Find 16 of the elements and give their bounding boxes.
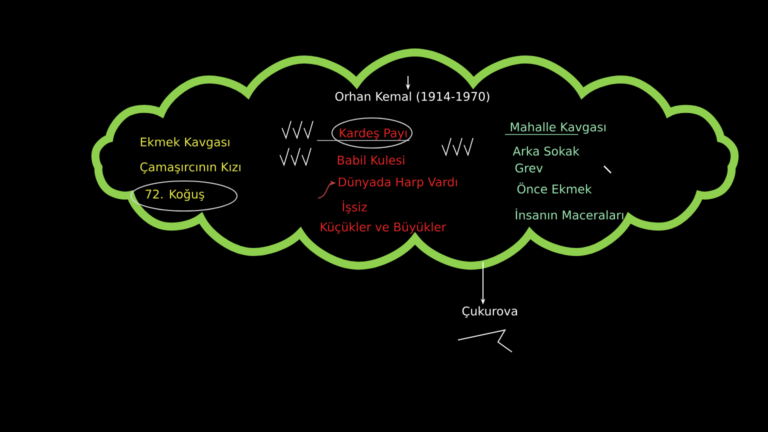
title-text: Çukurova bbox=[462, 306, 518, 318]
title-text: İnsanın Maceraları bbox=[516, 208, 624, 220]
title-text: Babil Kulesi bbox=[338, 155, 404, 165]
title-text: Dünyada Harp Vardı bbox=[338, 177, 457, 189]
title-text: Küçükler ve Büyükler bbox=[320, 222, 446, 234]
title-text: İşsiz bbox=[342, 200, 367, 214]
cloud-outline bbox=[91, 48, 739, 270]
title-text: Kardeş Payı bbox=[316, 128, 410, 141]
title-text: Grev bbox=[515, 163, 543, 173]
title-text: Mahalle Kavgası bbox=[504, 122, 606, 135]
title-text: Önce Ekmek bbox=[517, 182, 592, 194]
title-text: Orhan Kemal (1914-1970) bbox=[335, 92, 490, 102]
title-text: 72. Koğuş bbox=[146, 189, 204, 201]
title-text: Ekmek Kavgası bbox=[140, 137, 230, 149]
title-text: Çamaşırcının Kızı bbox=[140, 162, 240, 174]
title-text: Arka Sokak bbox=[512, 146, 580, 156]
